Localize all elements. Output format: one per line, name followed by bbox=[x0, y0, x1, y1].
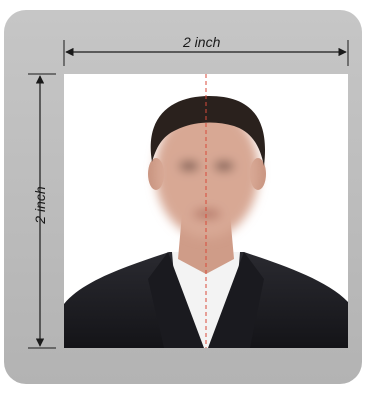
blurred-face bbox=[155, 106, 259, 238]
height-arrow bbox=[28, 73, 56, 349]
height-label: 2 inch bbox=[32, 186, 48, 224]
hair bbox=[150, 96, 266, 166]
width-label: 2 inch bbox=[183, 34, 221, 50]
width-arrow bbox=[63, 40, 349, 66]
